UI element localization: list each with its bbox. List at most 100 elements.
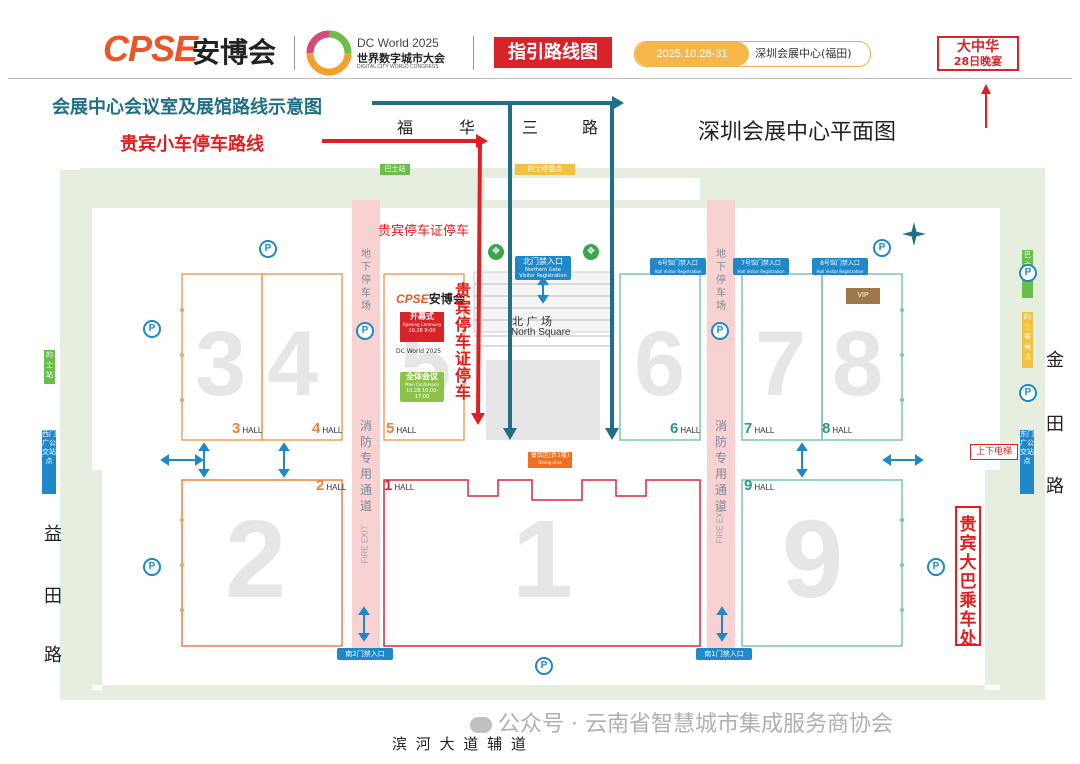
teal-arrowhead-down-1: [503, 428, 517, 440]
taxi-west: 的士站: [44, 350, 55, 384]
west-road-char-2: 田: [44, 586, 62, 607]
teal-arrowhead-down-2: [605, 428, 619, 440]
banquet-line2: 28日晚宴: [953, 55, 1003, 68]
date-venue-pill: 2025.10.28-31 深圳会展中心(福田): [634, 41, 871, 67]
east-road-char-3: 路: [1046, 476, 1064, 497]
hall-2-big-number: 2: [225, 498, 287, 621]
east-road-char-1: 金: [1046, 350, 1064, 371]
venue-text: 深圳会展中心(福田): [755, 47, 852, 60]
map-title: 深圳会展中心平面图: [698, 120, 897, 145]
west-road-char-3: 路: [44, 645, 62, 666]
hall-1-big-number: 1: [512, 498, 574, 621]
header-divider-2: [473, 36, 474, 70]
parking-icon-4: P: [711, 322, 729, 340]
taxi-north: 的士停靠点: [515, 164, 575, 175]
parking-icon-5: P: [873, 239, 891, 257]
date-badge: 2025.10.28-31: [635, 42, 749, 66]
fire-exit-east: FIRE EXIT: [715, 505, 725, 544]
parking-icon-8: P: [927, 558, 945, 576]
west-road-char-1: 益: [44, 524, 62, 545]
fire-lane-west: [352, 200, 380, 650]
dining-badge: 餐饮区(负1楼) Dining Area: [528, 452, 572, 468]
bus-stop-north: 巴士站: [380, 164, 410, 175]
hall5-dcworld-logo: DC World 2025: [396, 348, 442, 355]
vip-permit-parking-label: 贵宾停车证停车: [378, 224, 470, 239]
teal-arrowhead-east: [612, 96, 624, 110]
opening-ceremony-badge: 开幕式 Opening Ceremony 10.28 9:00: [400, 312, 444, 342]
banquet-box: 大中华 28日晚宴: [937, 36, 1019, 71]
teal-route-legend: 会展中心会议室及展馆路线示意图: [52, 97, 322, 118]
vip-box: VIP: [846, 288, 880, 304]
metro-icon-east: ❖: [583, 244, 599, 260]
hall-5-outline: [383, 273, 465, 441]
hall-4-big-number: 4: [267, 313, 319, 415]
fire-lane-west-label: 消防专用通道: [359, 419, 372, 513]
parking-icon-10: P: [1019, 264, 1037, 282]
inner-ground: [92, 200, 1000, 690]
red-route-legend: 贵宾小车停车路线: [120, 134, 264, 155]
cpse-name: 安博会: [192, 36, 277, 69]
red-arrowhead-up: [981, 84, 991, 94]
header-rule: [8, 78, 1072, 79]
underground-parking-west: 地下停车场: [361, 249, 371, 312]
hall-4-outline: [261, 273, 343, 441]
parking-icon-6: P: [1019, 384, 1037, 402]
metro-icon-west: ❖: [488, 244, 504, 260]
west-green-strip: [60, 170, 92, 700]
wechat-icon: [470, 717, 492, 733]
south1-gate-badge: 南1门禁入口: [696, 648, 752, 660]
watermark: 公众号 · 云南省智慧城市集成服务商协会: [470, 706, 893, 738]
north-square-en: North Square: [511, 327, 571, 338]
east-bus-station: 东门广公交站点: [1020, 430, 1034, 494]
dc-world-ring-icon: [306, 30, 352, 76]
south2-gate-badge: 南2门禁入口: [337, 648, 393, 660]
cpse-logo: CPSE: [103, 28, 198, 69]
dining-plaza: [486, 360, 600, 440]
vip-bus-box: 贵宾大巴乘车处: [955, 506, 981, 649]
hall5-cpse-logo: CPSE安博会: [396, 292, 465, 306]
red-route: [322, 139, 482, 416]
east-road-char-2: 田: [1046, 414, 1064, 435]
north-road-char-4: 路: [582, 118, 599, 137]
hall-8-big-number: 8: [832, 313, 884, 415]
north-road-char-1: 福: [397, 118, 414, 137]
banquet-line1: 大中华: [957, 39, 999, 55]
teal-route: [372, 101, 614, 430]
hall-3-big-number: 3: [195, 313, 247, 415]
north-road-char-3: 三: [522, 118, 539, 137]
fire-lane-east: [707, 200, 735, 650]
north-road-char-2: 华: [459, 118, 476, 137]
taxi-east: 的士等候点: [1022, 312, 1033, 368]
parking-icon-2: P: [143, 320, 161, 338]
fire-lane-east-label: 消防专用通道: [714, 419, 727, 513]
vip-permit-parking-vertical: 贵宾停车证停车: [455, 281, 472, 402]
dc-world-line2: 世界数字城市大会: [357, 52, 445, 65]
north-square-label: 北 广 场: [512, 315, 552, 328]
south-road: 滨 河 大 道 辅 道: [392, 735, 528, 753]
parking-icon-9: P: [535, 657, 553, 675]
parking-icon-7: P: [143, 558, 161, 576]
red-arrowhead-east: [476, 134, 488, 148]
hall-6-big-number: 6: [634, 313, 686, 415]
elevator-label: 上下电梯: [970, 444, 1018, 460]
hall-9-big-number: 9: [782, 498, 844, 621]
west-bus-station: 西门广公交站点: [42, 430, 56, 494]
header-divider: [294, 36, 295, 70]
header: CPSE 安博会 DC World 2025 世界数字城市大会 DIGITAL …: [0, 0, 1080, 80]
north-gate-badge: 北门禁入口 Northern Gate Visitor Registration: [515, 256, 571, 280]
parking-icon-3: P: [356, 322, 374, 340]
hall-1-outline: [383, 479, 701, 647]
